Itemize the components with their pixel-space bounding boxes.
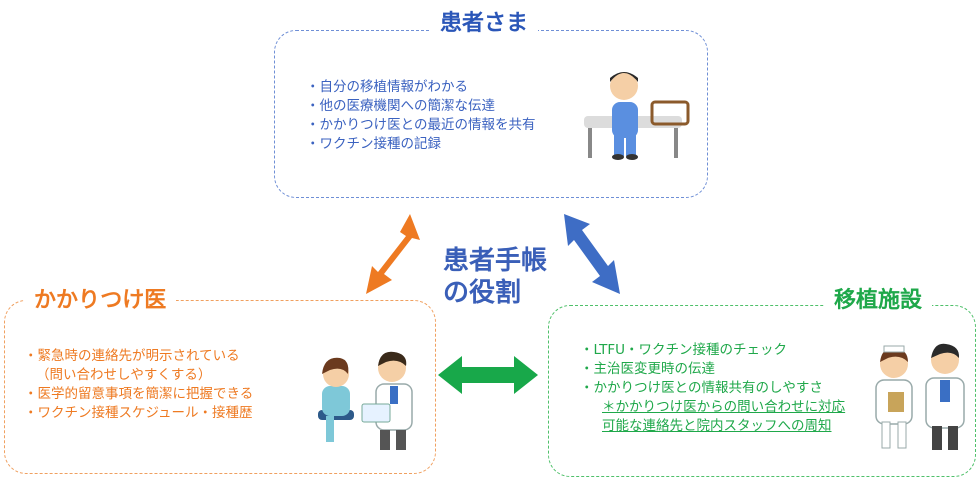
doctor-box <box>4 300 436 474</box>
doctor-item: ・ワクチン接種スケジュール・接種歴 <box>24 405 253 421</box>
transplant-item: ・主治医変更時の伝達 <box>580 361 715 377</box>
doctor-title: かかりつけ医 <box>24 290 177 312</box>
patient-illustration-icon <box>584 72 690 160</box>
patient-item: ・ワクチン接種の記録 <box>306 136 441 152</box>
transplant-item: ・かかりつけ医との情報共有のしやすさ <box>580 380 823 396</box>
doctor-item: （問い合わせしやすくする） <box>36 367 212 383</box>
transplant-note: ＊かかりつけ医からの問い合わせに対応 <box>602 399 846 415</box>
center-label: 患者手帳 の役割 <box>443 245 547 309</box>
blue-double-arrow-icon <box>564 214 620 294</box>
doctor-item: ・医学的留意事項を簡潔に把握できる <box>24 386 254 402</box>
patient-list: ・自分の移植情報がわかる ・他の医療機関への簡潔な伝達 ・かかりつけ医との最近の… <box>306 78 536 154</box>
transplant-title: 移植施設 <box>824 290 933 312</box>
patient-item: ・自分の移植情報がわかる <box>306 79 468 95</box>
orange-double-arrow-icon <box>366 214 420 294</box>
transplant-list: ・LTFU・ワクチン接種のチェック ・主治医変更時の伝達 ・かかりつけ医との情報… <box>580 341 845 436</box>
doctor-item: ・緊急時の連絡先が明示されている <box>24 348 240 364</box>
transplant-item: ・LTFU・ワクチン接種のチェック <box>580 342 788 358</box>
medical-staff-illustration-icon <box>875 343 965 450</box>
patient-title: 患者さま <box>430 13 539 35</box>
patient-item: ・かかりつけ医との最近の情報を共有 <box>306 117 536 133</box>
center-label-line: 患者手帳 <box>443 246 548 276</box>
center-label-line: の役割 <box>443 278 522 308</box>
doctor-list: ・緊急時の連絡先が明示されている （問い合わせしやすくする） ・医学的留意事項を… <box>24 347 253 423</box>
transplant-note: 可能な連絡先と院内スタッフへの周知 <box>602 418 832 434</box>
transplant-box <box>548 305 976 477</box>
consultation-illustration-icon <box>318 351 413 450</box>
patient-item: ・他の医療機関への簡潔な伝達 <box>306 98 495 114</box>
green-double-arrow-icon <box>438 356 538 394</box>
